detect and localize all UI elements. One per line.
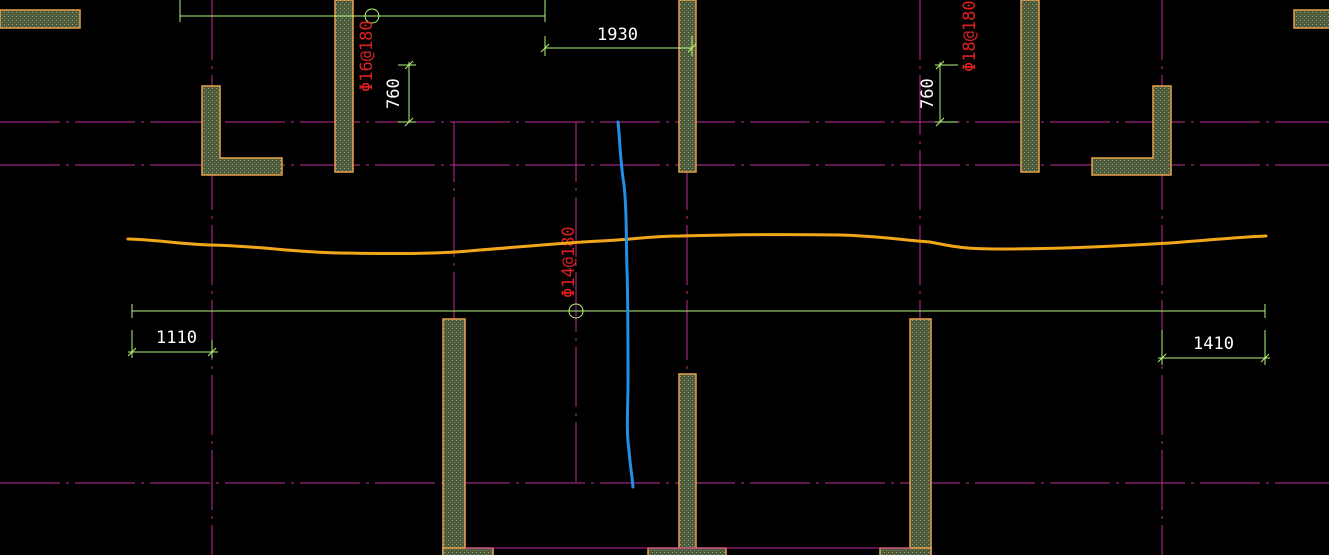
wall-bottom-stub-center bbox=[647, 547, 727, 555]
dim-text-1930: 1930 bbox=[597, 25, 638, 45]
wall-l-shape-right bbox=[1091, 85, 1172, 176]
wall-top-right-stub bbox=[1293, 9, 1329, 29]
rebar-marker-top bbox=[364, 8, 380, 24]
dim-text-1410: 1410 bbox=[1193, 334, 1234, 354]
rebar-label-center: Φ14@180 bbox=[559, 226, 579, 298]
wall-top-left-stub bbox=[0, 9, 81, 29]
rebar-label-upper-left: Φ16@180 bbox=[357, 20, 377, 92]
wall-vertical-upper-left bbox=[334, 0, 354, 173]
wall-vertical-upper-right bbox=[1020, 0, 1040, 173]
dim-text-760-left: 760 bbox=[384, 78, 404, 109]
markup-blue-section-line bbox=[616, 120, 635, 489]
wall-vertical-lower-right bbox=[909, 318, 932, 555]
dim-text-760-right: 760 bbox=[918, 78, 938, 109]
wall-vertical-lower-left bbox=[442, 318, 466, 555]
wall-vertical-upper-center bbox=[678, 0, 697, 173]
dimension-lines bbox=[127, 0, 1270, 365]
dim-text-1110: 1110 bbox=[156, 328, 197, 348]
markup-orange-section-line bbox=[126, 233, 1268, 256]
wall-l-shape-left bbox=[201, 85, 283, 176]
rebar-label-upper-right: Φ18@180 bbox=[960, 0, 980, 72]
wall-bottom-stub-left bbox=[442, 547, 494, 555]
rebar-marker-center bbox=[568, 303, 584, 319]
wall-vertical-lower-center bbox=[678, 373, 697, 555]
wall-bottom-stub-right bbox=[879, 547, 932, 555]
